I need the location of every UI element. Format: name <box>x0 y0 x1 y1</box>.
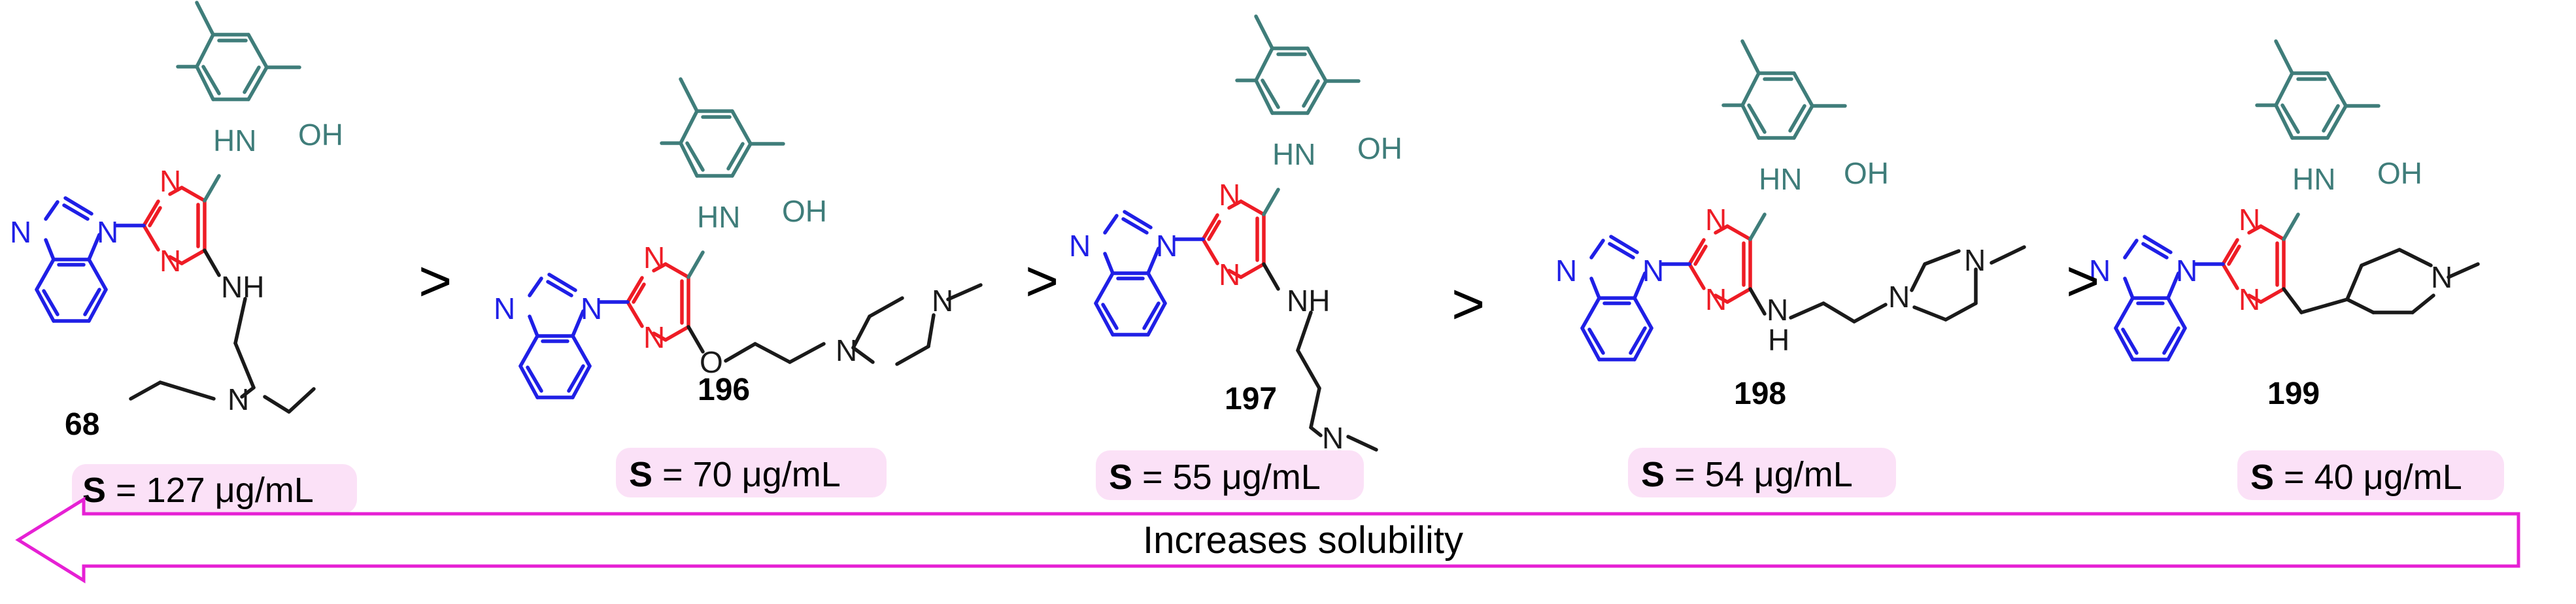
compound-199: N N N N HN OH N <box>2089 41 2480 360</box>
compound-label-198: 198 <box>1734 377 1786 411</box>
atom-n: N <box>160 244 181 278</box>
solubility-197: S = 55 μg/mL <box>1109 458 1321 497</box>
arrow-label: Increases solubility <box>1143 519 1463 562</box>
atom-oh: OH <box>1844 156 1889 190</box>
atom-n: N <box>160 164 181 198</box>
aryl-fragment <box>178 3 299 99</box>
compound-label-68: 68 <box>65 407 99 442</box>
compound-label-197: 197 <box>1225 382 1277 416</box>
atom-n: N <box>494 292 515 326</box>
atom-h: H <box>1768 323 1789 357</box>
solubility-box <box>72 464 357 514</box>
atom-n: N <box>2176 254 2197 288</box>
compound-label-196: 196 <box>698 373 750 407</box>
atom-n: N <box>1219 178 1240 212</box>
solubility-196: S = 70 μg/mL <box>629 455 841 494</box>
atom-n: N <box>1964 243 1986 277</box>
atom-nh: NH <box>221 270 264 304</box>
atom-n: N <box>1705 203 1727 237</box>
solubility-198: S = 54 μg/mL <box>1641 455 1853 494</box>
atom-hn: HN <box>1759 162 1802 196</box>
atom-hn: HN <box>213 124 256 158</box>
atom-n: N <box>2431 260 2452 294</box>
atom-n: N <box>643 241 665 275</box>
atom-n: N <box>1322 421 1344 455</box>
atom-n: N <box>228 382 249 416</box>
solubility-68: S = 127 μg/mL <box>82 471 314 510</box>
solubility-trend-arrow <box>15 496 2520 584</box>
atom-o: O <box>700 345 723 379</box>
atom-hn: HN <box>1272 137 1315 171</box>
aryl-fragment <box>2257 41 2379 138</box>
atom-n: N <box>581 292 602 326</box>
atom-n: N <box>1705 282 1727 316</box>
solubility-box <box>1096 450 1364 500</box>
atom-n: N <box>1069 229 1091 263</box>
aryl-fragment <box>1237 16 1359 113</box>
atom-n: N <box>643 320 665 354</box>
atom-n: N <box>1156 229 1178 263</box>
solubility-199: S = 40 μg/mL <box>2250 458 2462 497</box>
atom-n: N <box>1219 258 1240 292</box>
compound-68: N N N N HN OH NH N <box>10 3 343 416</box>
atom-hn: HN <box>697 200 740 234</box>
compound-198: N N N N HN OH N H N N <box>1555 41 2026 360</box>
atom-n: N <box>2239 282 2260 316</box>
atom-n: N <box>1642 254 1664 288</box>
solubility-box <box>616 448 887 497</box>
atom-oh: OH <box>2377 156 2422 190</box>
atom-nh: NH <box>1287 284 1330 318</box>
atom-oh: OH <box>782 194 827 228</box>
atom-n: N <box>10 215 31 249</box>
compound-label-199: 199 <box>2267 377 2320 411</box>
atom-n: N <box>836 333 857 367</box>
atom-n: N <box>1888 280 1910 314</box>
comparator-greater-than: > <box>1451 271 1485 336</box>
atom-oh: OH <box>298 118 343 152</box>
atom-oh: OH <box>1357 131 1402 165</box>
atom-n: N <box>1767 293 1788 327</box>
solubility-box <box>1628 448 1896 497</box>
atom-n: N <box>2089 254 2110 288</box>
compound-196: N N N N HN OH O N N <box>494 79 983 397</box>
atom-n: N <box>1555 254 1577 288</box>
comparator-greater-than: > <box>2066 248 2099 313</box>
aryl-fragment <box>1723 41 1845 138</box>
atom-n: N <box>97 215 118 249</box>
compound-197: N N N N HN OH NH N <box>1069 16 1402 490</box>
comparator-greater-than: > <box>418 248 452 313</box>
aryl-fragment <box>662 79 783 176</box>
atom-n: N <box>2239 203 2260 237</box>
atom-n: N <box>932 284 953 318</box>
atom-hn: HN <box>2292 162 2335 196</box>
comparator-greater-than: > <box>1025 248 1059 313</box>
solubility-box <box>2237 450 2504 500</box>
